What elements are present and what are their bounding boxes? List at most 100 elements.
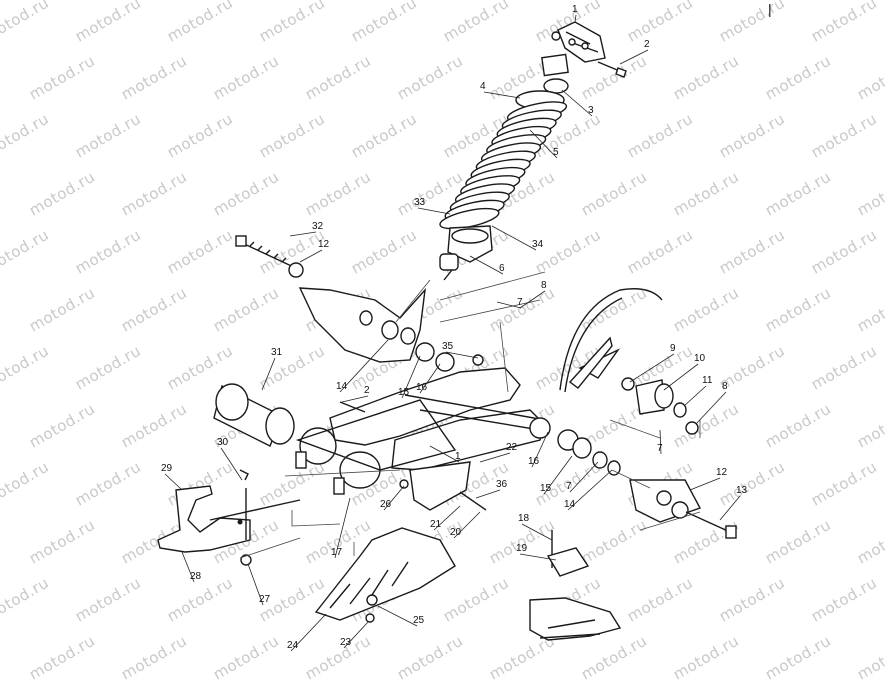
- leader-line: [453, 511, 481, 539]
- leader-line: [519, 553, 557, 561]
- leader-line: [519, 290, 546, 309]
- part-number-label: 14: [564, 499, 576, 510]
- part-number-label: 29: [161, 463, 173, 474]
- leader-line: [433, 505, 461, 531]
- frame-tube: [213, 383, 457, 495]
- leader-line: [521, 523, 553, 541]
- leader-line: [629, 353, 675, 383]
- part-number-label: 1: [572, 4, 578, 15]
- leader-line: [289, 231, 317, 237]
- part-number-label: 28: [190, 571, 202, 582]
- leader-line: [164, 473, 183, 491]
- leader-line: [475, 489, 501, 499]
- part-number-label: 2: [644, 39, 650, 50]
- leader-line: [445, 351, 479, 359]
- leader-line: [181, 551, 195, 583]
- leader-line: [401, 355, 421, 399]
- line-art: [157, 14, 741, 652]
- leader-line: [339, 339, 389, 393]
- leader-line: [377, 605, 418, 627]
- leader-line: [483, 91, 521, 99]
- shock-absorber: [439, 78, 569, 281]
- part-number-label: 17: [331, 547, 343, 558]
- leader-line: [469, 255, 504, 275]
- wheel-assembly: [559, 288, 701, 439]
- part-number-label: 35: [442, 341, 454, 352]
- part-number-label: 12: [716, 467, 728, 478]
- leader-line: [683, 385, 707, 407]
- part-number-label: 9: [670, 343, 676, 354]
- leader-line: [496, 301, 522, 309]
- leader-line: [299, 249, 323, 263]
- leader-line: [689, 477, 721, 491]
- part-number-label: 36: [496, 479, 508, 490]
- part-number-label: 31: [271, 347, 283, 358]
- part-number-label: 18: [518, 513, 530, 524]
- leader-line: [479, 452, 511, 463]
- leader-line: [419, 363, 441, 394]
- part-number-label: 16: [528, 456, 540, 467]
- leader-line: [531, 431, 549, 468]
- leader-line: [569, 461, 599, 493]
- leader-line: [334, 497, 351, 559]
- leader-line: [429, 445, 460, 463]
- part-number-label: 3: [588, 105, 594, 116]
- leader-line: [220, 447, 243, 481]
- leader-line: [491, 225, 537, 251]
- part-number-label: 8: [722, 381, 728, 392]
- leader-line: [529, 129, 558, 159]
- part-number-label: 2: [364, 385, 370, 396]
- leader-line: [663, 363, 699, 391]
- lower-bracket: [529, 530, 622, 641]
- leader-line: [719, 495, 741, 521]
- part-number-label: 7: [657, 443, 663, 454]
- part-number-label: 22: [506, 442, 518, 453]
- part-number-label: 5: [553, 147, 559, 158]
- part-number-label: 1: [455, 451, 461, 462]
- part-number-label: 6: [499, 263, 505, 274]
- part-number-label: 8: [541, 280, 547, 291]
- part-number-label: 19: [516, 543, 528, 554]
- part-number-label: 12: [318, 239, 330, 250]
- leader-line: [341, 395, 369, 403]
- foot-bracket: [157, 469, 301, 566]
- leader-line: [567, 469, 613, 511]
- part-number-label: 30: [217, 437, 229, 448]
- part-number-label: 21: [430, 519, 442, 530]
- part-number-label: 10: [694, 353, 706, 364]
- leader-line: [417, 207, 451, 215]
- part-number-label: 33: [414, 197, 426, 208]
- left-upper-plate: [235, 235, 431, 363]
- part-number-label: 23: [340, 637, 352, 648]
- part-number-label: 32: [312, 221, 324, 232]
- part-number-label: 16: [416, 382, 428, 393]
- leader-line: [383, 485, 405, 511]
- part-number-label: 24: [287, 640, 299, 651]
- leader-line: [619, 49, 649, 65]
- phantom-lines: [239, 271, 701, 559]
- footrest: [314, 461, 487, 623]
- part-number-label: 13: [736, 485, 748, 496]
- part-number-label: 14: [336, 381, 348, 392]
- part-number-label: 34: [532, 239, 544, 250]
- leader-line: [343, 621, 369, 649]
- leader-line: [543, 455, 573, 495]
- lower-right-plate: [629, 479, 737, 539]
- leader-line: [561, 89, 593, 117]
- part-number-label: 15: [398, 387, 410, 398]
- leader-line: [290, 613, 327, 652]
- part-number-label: 20: [450, 527, 462, 538]
- part-number-label: 26: [380, 499, 392, 510]
- leader-line: [695, 391, 727, 425]
- part-number-label: 7: [517, 297, 523, 308]
- leader-lines: [164, 14, 741, 652]
- leader-line: [261, 357, 276, 391]
- part-number-label: 7: [566, 481, 572, 492]
- top-mount-bracket: [541, 21, 627, 78]
- leader-line: [659, 429, 662, 455]
- part-number-label: 25: [413, 615, 425, 626]
- part-number-label: 11: [702, 375, 713, 386]
- part-number-label: 27: [259, 594, 271, 605]
- leader-line: [247, 563, 264, 606]
